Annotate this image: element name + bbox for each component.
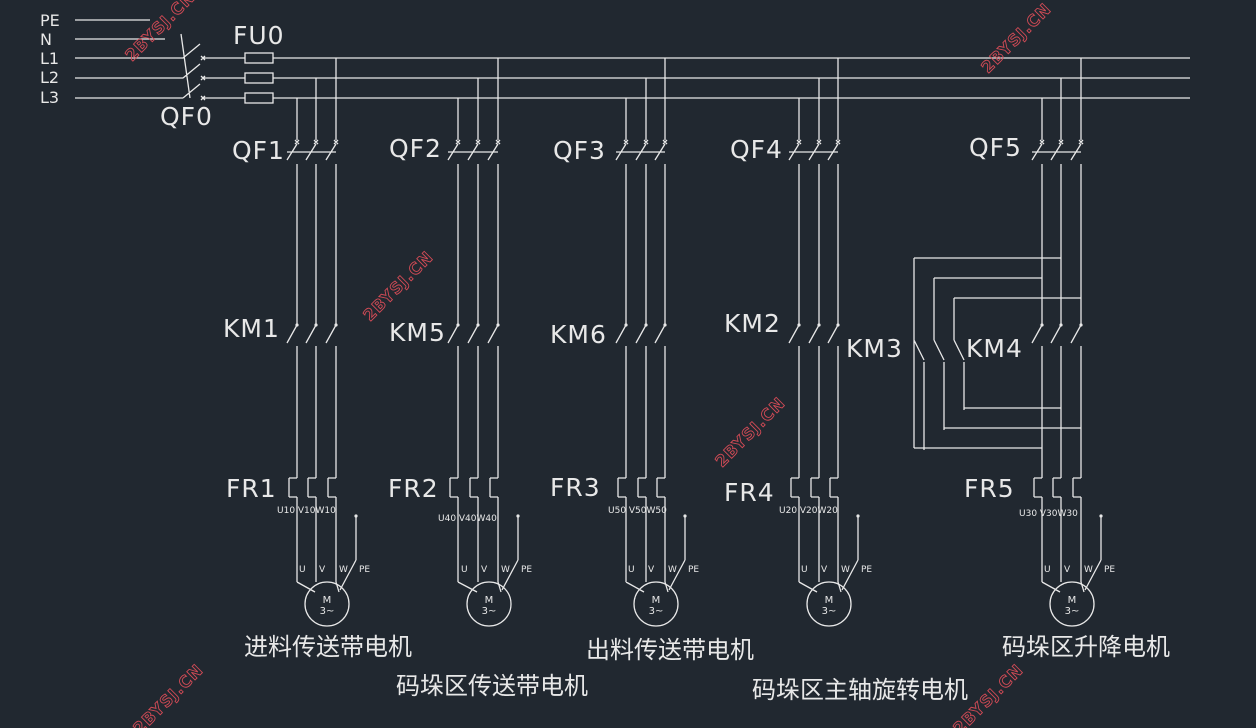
motor-terminals-5: U V W PE — [1044, 565, 1115, 575]
contactor-label-4: KM2 — [724, 309, 781, 338]
terminal-label-2: U40 V40W40 — [438, 514, 497, 524]
terminal-label-1: U10 V10W10 — [277, 506, 336, 516]
motor-symbol — [806, 581, 852, 627]
terminal-pe: PE — [861, 565, 872, 575]
wiring — [75, 19, 1190, 627]
motor-symbol — [466, 581, 512, 627]
motor-symbol-3: M — [652, 595, 661, 606]
terminal-w: W — [501, 565, 510, 575]
relay-label-5: FR5 — [964, 474, 1015, 503]
bus-label-pe: PE — [40, 11, 60, 30]
contactor-label-5: KM4 — [966, 334, 1023, 363]
main-fuse-label: FU0 — [233, 21, 285, 50]
terminal-w: W — [841, 565, 850, 575]
terminal-u: U — [628, 565, 635, 575]
motor-phase-4: 3~ — [822, 606, 837, 617]
bus-label-l2: L2 — [40, 68, 59, 87]
motor-caption-4: 码垛区主轴旋转电机 — [752, 676, 968, 704]
terminal-v: V — [1064, 565, 1071, 575]
fuse-symbol — [244, 92, 274, 104]
watermark-4: 2BYSJ.CN — [711, 393, 789, 471]
terminal-pe: PE — [688, 565, 699, 575]
contactor-label-3: KM6 — [550, 320, 607, 349]
motor-symbol — [1049, 581, 1095, 627]
bus-label-n: N — [40, 30, 52, 49]
main-breaker-label: QF0 — [160, 102, 213, 131]
terminal-u: U — [1044, 565, 1051, 575]
breaker-label-2: QF2 — [389, 134, 442, 163]
watermark-2: 2BYSJ.CN — [977, 0, 1055, 77]
contactor-reverse-label-5: KM3 — [846, 334, 903, 363]
terminal-u: U — [299, 565, 306, 575]
motor-symbol — [633, 581, 679, 627]
motor-phase-1: 3~ — [320, 606, 335, 617]
motor-symbol-2: M — [485, 595, 494, 606]
terminal-pe: PE — [1104, 565, 1115, 575]
terminal-w: W — [339, 565, 348, 575]
terminal-w: W — [1084, 565, 1093, 575]
watermark-3: 2BYSJ.CN — [359, 247, 437, 325]
breaker-label-1: QF1 — [232, 136, 285, 165]
relay-label-1: FR1 — [226, 474, 277, 503]
motor-symbol-1: M — [323, 595, 332, 606]
contactor-label-1: KM1 — [223, 314, 280, 343]
breaker-label-4: QF4 — [730, 135, 783, 164]
breaker-label-5: QF5 — [969, 133, 1022, 162]
motor-phase-2: 3~ — [482, 606, 497, 617]
motor-terminals-1: U V W PE — [299, 565, 370, 575]
terminal-u: U — [461, 565, 468, 575]
contactor-label-2: KM5 — [389, 318, 446, 347]
relay-label-4: FR4 — [724, 478, 775, 507]
terminal-v: V — [319, 565, 326, 575]
motor-caption-5: 码垛区升降电机 — [1002, 633, 1170, 661]
motor-terminals-2: U V W PE — [461, 565, 532, 575]
relay-label-2: FR2 — [388, 474, 439, 503]
terminal-label-3: U50 V50W50 — [608, 506, 667, 516]
terminal-w: W — [668, 565, 677, 575]
motor-symbol-4: M — [825, 595, 834, 606]
fuse-symbol — [244, 52, 274, 64]
motor-caption-3: 出料传送带电机 — [586, 636, 754, 664]
motor-terminals-4: U V W PE — [801, 565, 872, 575]
terminal-pe: PE — [521, 565, 532, 575]
motor-phase-5: 3~ — [1065, 606, 1080, 617]
relay-label-3: FR3 — [550, 473, 601, 502]
motor-caption-2: 码垛区传送带电机 — [396, 672, 588, 700]
terminal-v: V — [648, 565, 655, 575]
motor-symbol-5: M — [1068, 595, 1077, 606]
bus-label-l3: L3 — [40, 88, 59, 107]
terminal-v: V — [481, 565, 488, 575]
motor-caption-1: 进料传送带电机 — [244, 633, 412, 661]
terminal-label-4: U20 V20W20 — [779, 506, 838, 516]
terminal-pe: PE — [359, 565, 370, 575]
motor-symbol — [304, 581, 350, 627]
bus-label-l1: L1 — [40, 49, 59, 68]
wire-paths — [75, 19, 1190, 593]
breaker-label-3: QF3 — [553, 136, 606, 165]
terminal-v: V — [821, 565, 828, 575]
terminal-label-5: U30 V30W30 — [1019, 509, 1078, 519]
terminal-u: U — [801, 565, 808, 575]
motor-phase-3: 3~ — [649, 606, 664, 617]
fuse-symbol — [244, 72, 274, 84]
motor-terminals-3: U V W PE — [628, 565, 699, 575]
watermark-5: 2BYSJ.CN — [129, 660, 207, 728]
